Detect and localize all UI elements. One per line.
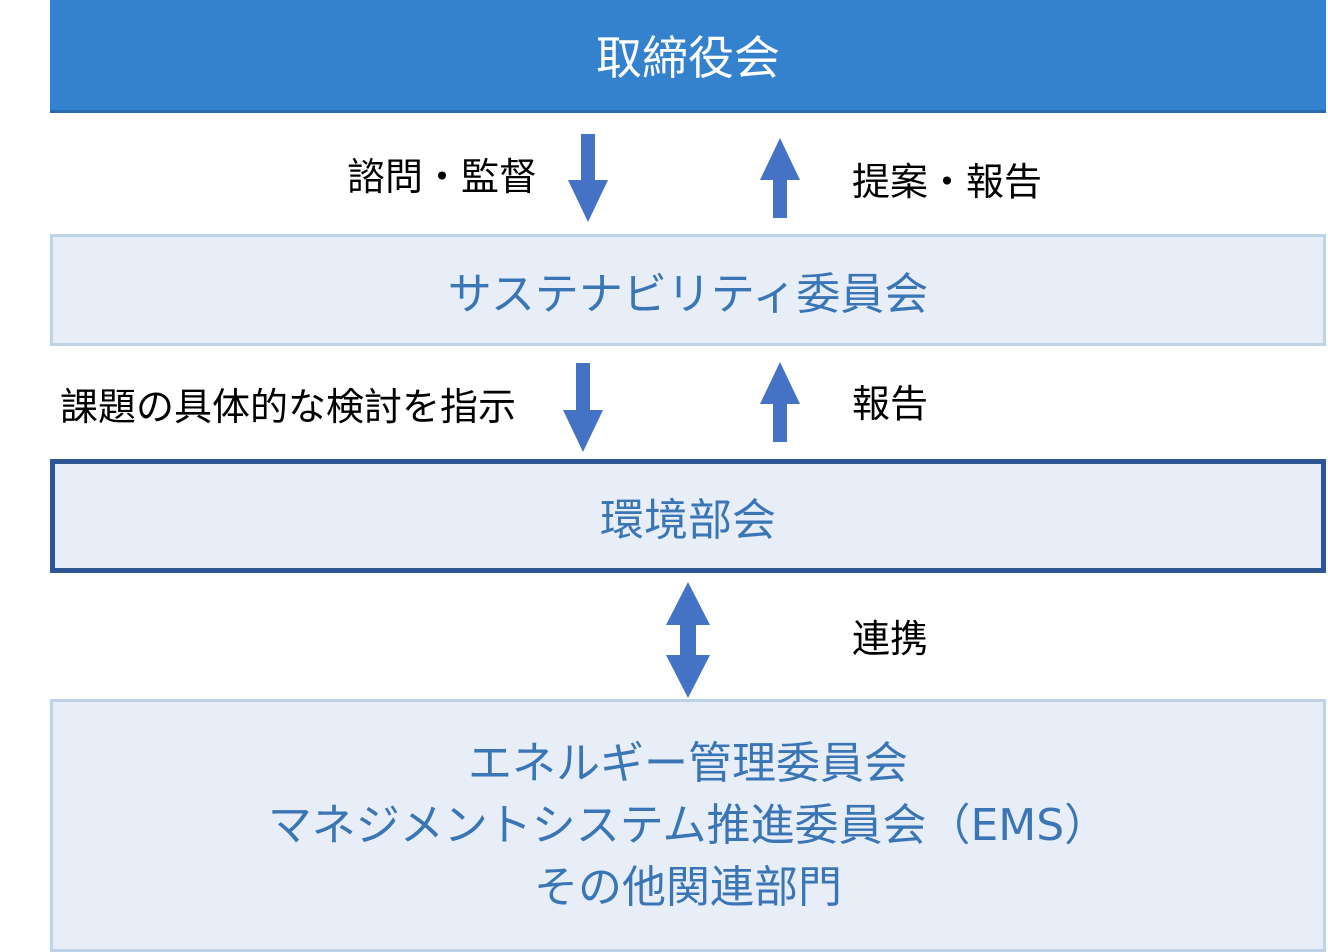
propose-report-label: 提案・報告 <box>852 160 1043 204</box>
board-of-directors-box: 取締役会 <box>50 0 1326 113</box>
double-arrow-icon <box>666 582 710 698</box>
consult-supervise-label: 諮問・監督 <box>347 155 538 199</box>
up-arrow-icon <box>760 362 800 442</box>
sustainability-committee-label: サステナビリティ委員会 <box>447 269 929 320</box>
up-arrow-icon <box>760 138 800 218</box>
report-label: 報告 <box>852 382 929 426</box>
ems-line-energy: エネルギー管理委員会 <box>468 737 908 789</box>
board-of-directors-label: 取締役会 <box>596 31 780 85</box>
environment-subcommittee-box: 環境部会 <box>50 459 1326 573</box>
ems-line-management-system: マネジメントシステム推進委員会（EMS） <box>267 799 1109 851</box>
environment-subcommittee-label: 環境部会 <box>600 495 776 546</box>
sustainability-committee-box: サステナビリティ委員会 <box>50 234 1326 346</box>
ems-line-other-departments: その他関連部門 <box>534 861 842 913</box>
down-arrow-icon <box>568 134 608 222</box>
cooperate-label: 連携 <box>852 617 929 661</box>
down-arrow-icon <box>563 363 603 452</box>
instruct-review-label: 課題の具体的な検討を指示 <box>60 385 517 429</box>
ems-group-box: エネルギー管理委員会 マネジメントシステム推進委員会（EMS） その他関連部門 <box>50 699 1326 952</box>
